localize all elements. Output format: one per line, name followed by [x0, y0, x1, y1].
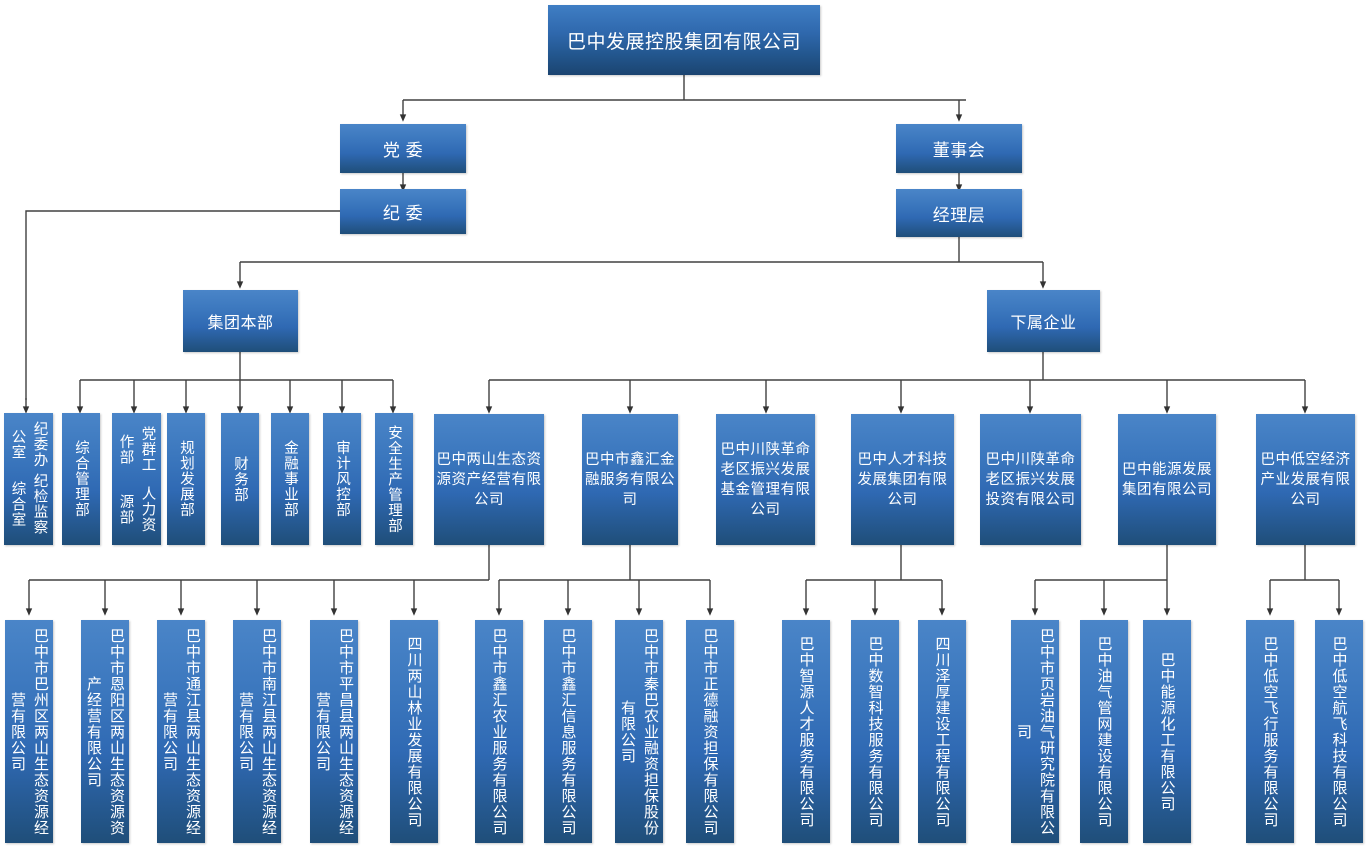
node-department-finance[interactable]: 财务部 — [221, 413, 259, 545]
node-leaf-xinhui-information[interactable]: 巴中市鑫汇信息服务有限公司 — [544, 620, 592, 843]
node-leaf-sichuan-lianshan-forestry[interactable]: 四川两山林业发展有限公司 — [390, 620, 438, 843]
node-subsidiary-revolutionary-investment[interactable]: 巴中川陕革命老区振兴发展投资有限公司 — [980, 414, 1081, 545]
node-label: 董事会 — [932, 141, 986, 160]
node-leaf-low-altitude-flight-service[interactable]: 巴中低空飞行服务有限公司 — [1246, 620, 1294, 843]
node-leaf-xinhui-agriculture[interactable]: 巴中市鑫汇农业服务有限公司 — [475, 620, 523, 843]
node-label: 综合管理部 — [73, 440, 89, 518]
node-subsidiary-lianshan-ecology[interactable]: 巴中两山生态资源资产经营有限公司 — [434, 414, 544, 545]
node-label: 巴中能源发展集团有限公司 — [1122, 461, 1212, 498]
node-label: 巴中油气管网建设有限公司 — [1095, 635, 1113, 828]
node-label: 巴中市页岩油气研究院有限公司 — [1015, 627, 1055, 836]
node-leaf-zehou-construction[interactable]: 四川泽厚建设工程有限公司 — [918, 620, 966, 843]
node-label: 经理层 — [932, 205, 986, 225]
node-label: 巴中智源人才服务有限公司 — [797, 635, 815, 828]
node-department-party-work-hr[interactable]: 党群工作部 人力资源部 — [112, 413, 161, 545]
node-label: 巴中市恩阳区两山生态资源资产经营有限公司 — [85, 627, 125, 836]
node-label: 巴中市巴州区两山生态资源经营有限公司 — [9, 627, 49, 836]
node-label: 巴中市通江县两山生态资源经营有限公司 — [161, 627, 201, 836]
node-label: 纪 委 — [382, 204, 424, 223]
node-label: 下属企业 — [1010, 315, 1077, 332]
node-label: 人力资源部 — [117, 485, 156, 533]
node-label: 巴中能源化工有限公司 — [1158, 651, 1176, 812]
node-label-secondary: 党群工作部 — [117, 425, 156, 473]
node-department-general-management[interactable]: 综合管理部 — [62, 413, 100, 545]
node-label: 规划发展部 — [178, 440, 194, 518]
node-label: 巴中人才科技发展集团有限公司 — [857, 451, 948, 508]
node-subsidiary-xinhui-finance[interactable]: 巴中市鑫汇金融服务有限公司 — [582, 414, 678, 545]
node-leaf-zhengde-guarantee[interactable]: 巴中市正德融资担保有限公司 — [686, 620, 734, 843]
node-leaf-tongjiang-lianshan[interactable]: 巴中市通江县两山生态资源经营有限公司 — [157, 620, 205, 843]
node-department-audit-risk-control[interactable]: 审计风控部 — [323, 413, 361, 545]
node-leaf-shuzhi-technology[interactable]: 巴中数智科技服务有限公司 — [851, 620, 899, 843]
node-subsidiary-talent-technology[interactable]: 巴中人才科技发展集团有限公司 — [851, 414, 954, 545]
node-label: 巴中市正德融资担保有限公司 — [701, 627, 719, 836]
node-label: 巴中市鑫汇信息服务有限公司 — [559, 627, 577, 836]
node-party-committee[interactable]: 党 委 — [340, 124, 466, 173]
node-management-layer[interactable]: 经理层 — [896, 189, 1022, 237]
node-label: 巴中发展控股集团有限公司 — [566, 31, 801, 53]
node-label: 巴中低空经济产业发展有限公司 — [1260, 451, 1351, 508]
node-label: 巴中两山生态资源资产经营有限公司 — [436, 451, 542, 508]
node-leaf-energy-chemical[interactable]: 巴中能源化工有限公司 — [1143, 620, 1191, 843]
node-subsidiary-revolutionary-fund[interactable]: 巴中川陕革命老区振兴发展基金管理有限公司 — [716, 414, 815, 545]
node-leaf-nanjiang-lianshan[interactable]: 巴中市南江县两山生态资源经营有限公司 — [233, 620, 281, 843]
node-label: 集团本部 — [207, 315, 274, 332]
node-department-planning-development[interactable]: 规划发展部 — [167, 413, 205, 545]
node-leaf-bazhou-lianshan[interactable]: 巴中市巴州区两山生态资源经营有限公司 — [5, 620, 53, 843]
node-leaf-shale-oil-gas-institute[interactable]: 巴中市页岩油气研究院有限公司 — [1011, 620, 1059, 843]
node-department-discipline-office[interactable]: 纪委办公室 纪检监察综合室 — [4, 413, 53, 545]
node-department-financial-business[interactable]: 金融事业部 — [271, 413, 309, 545]
node-leaf-pingchang-lianshan[interactable]: 巴中市平昌县两山生态资源经营有限公司 — [310, 620, 358, 843]
node-label: 巴中低空飞行服务有限公司 — [1261, 635, 1279, 828]
node-label-secondary: 纪委办公室 — [9, 420, 48, 468]
node-leaf-enyang-lianshan[interactable]: 巴中市恩阳区两山生态资源资产经营有限公司 — [81, 620, 129, 843]
node-root-company[interactable]: 巴中发展控股集团有限公司 — [548, 5, 820, 75]
node-label: 巴中低空航飞科技有限公司 — [1330, 635, 1348, 828]
node-discipline-committee[interactable]: 纪 委 — [340, 189, 466, 234]
node-label: 巴中市平昌县两山生态资源经营有限公司 — [314, 627, 354, 836]
node-label: 巴中市鑫汇金融服务有限公司 — [585, 451, 675, 508]
node-leaf-oil-gas-pipeline[interactable]: 巴中油气管网建设有限公司 — [1080, 620, 1128, 843]
node-label: 巴中川陕革命老区振兴发展投资有限公司 — [985, 451, 1076, 508]
node-label: 纪检监察综合室 — [9, 473, 48, 535]
node-leaf-zhiyuan-talent[interactable]: 巴中智源人才服务有限公司 — [782, 620, 830, 843]
node-label: 党 委 — [382, 141, 424, 160]
node-subsidiary-low-altitude-economy[interactable]: 巴中低空经济产业发展有限公司 — [1256, 414, 1355, 545]
node-group-headquarters[interactable]: 集团本部 — [183, 290, 298, 352]
node-department-safety-production[interactable]: 安全生产管理部 — [375, 413, 413, 545]
node-subsidiary-energy-development[interactable]: 巴中能源发展集团有限公司 — [1118, 414, 1216, 545]
node-subsidiary-enterprises[interactable]: 下属企业 — [987, 290, 1100, 352]
node-leaf-qinba-agri-guarantee[interactable]: 巴中市秦巴农业融资担保股份有限公司 — [615, 620, 663, 843]
node-label: 四川两山林业发展有限公司 — [405, 635, 423, 828]
node-label: 财务部 — [232, 455, 248, 503]
node-label: 巴中数智科技服务有限公司 — [866, 635, 884, 828]
node-label: 巴中市鑫汇农业服务有限公司 — [490, 627, 508, 836]
node-leaf-low-altitude-aviation-tech[interactable]: 巴中低空航飞科技有限公司 — [1315, 620, 1363, 843]
node-label: 金融事业部 — [282, 440, 298, 518]
node-label: 四川泽厚建设工程有限公司 — [933, 635, 951, 828]
node-label: 安全生产管理部 — [386, 424, 402, 534]
node-board-of-directors[interactable]: 董事会 — [896, 124, 1022, 173]
node-label: 审计风控部 — [334, 440, 350, 518]
node-label: 巴中市秦巴农业融资担保股份有限公司 — [619, 627, 659, 836]
node-label: 巴中川陕革命老区振兴发展基金管理有限公司 — [720, 441, 811, 518]
node-label: 巴中市南江县两山生态资源经营有限公司 — [237, 627, 277, 836]
